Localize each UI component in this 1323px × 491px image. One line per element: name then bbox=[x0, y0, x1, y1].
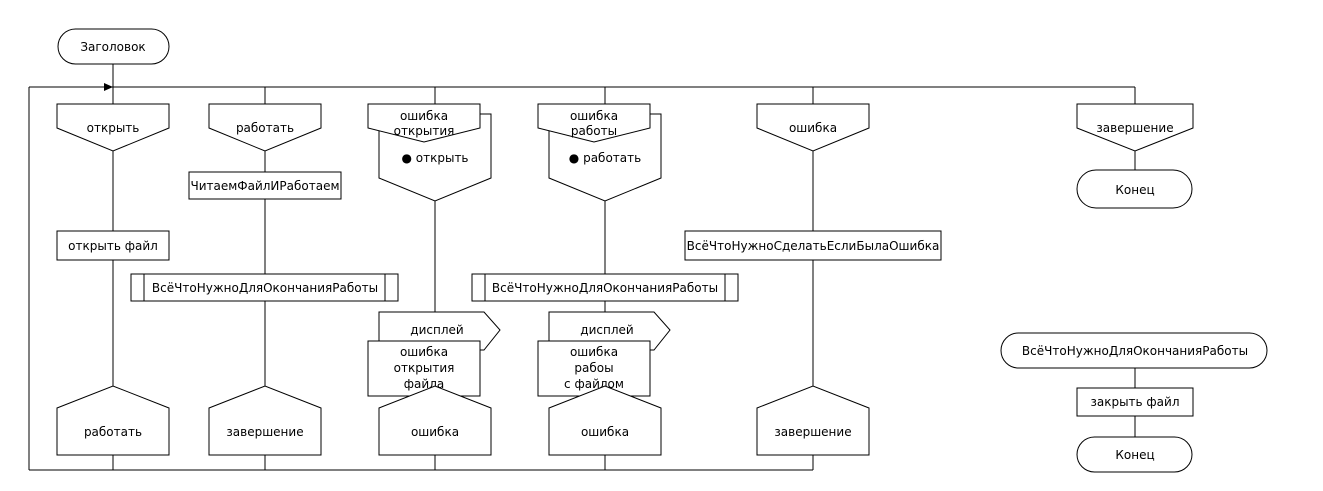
title-label: Заголовок bbox=[80, 40, 145, 54]
case-shape-front bbox=[367, 103, 481, 143]
goto-label: работать bbox=[84, 425, 142, 439]
goto-shape bbox=[548, 385, 662, 456]
output-label: дисплей bbox=[580, 323, 633, 337]
message-line2: рабоы bbox=[574, 361, 613, 375]
call-box bbox=[130, 273, 399, 302]
title-terminal: Заголовок bbox=[57, 28, 170, 65]
branch-finish: завершение Конец bbox=[1076, 103, 1194, 209]
end-label: Конец bbox=[1115, 183, 1154, 197]
goto-shape bbox=[756, 385, 870, 456]
case-shape bbox=[756, 103, 870, 152]
case-label-line1: ошибка bbox=[570, 109, 618, 123]
action-label: ЧитаемФайлИРаботаем bbox=[190, 179, 339, 193]
output-label: дисплей bbox=[410, 323, 463, 337]
branch-open: открыть открыть файл работать bbox=[56, 103, 170, 456]
case-shape bbox=[208, 103, 322, 152]
loop-arrow-icon bbox=[104, 83, 113, 91]
goto-shape bbox=[378, 385, 492, 456]
case-shape-front bbox=[537, 103, 651, 143]
case-label: ошибка bbox=[789, 121, 837, 135]
call-label: ВсёЧтоНужноДляОкончанияРаботы bbox=[152, 281, 378, 295]
branch-error: ошибка ВсёЧтоНужноСделатьЕслиБылаОшибка … bbox=[684, 103, 942, 456]
sub-label: ● работать bbox=[569, 151, 641, 165]
message-line3: с файлом bbox=[564, 377, 624, 391]
goto-label: завершение bbox=[226, 425, 303, 439]
goto-shape bbox=[56, 385, 170, 456]
action-label: открыть файл bbox=[68, 239, 158, 253]
call-box bbox=[471, 273, 739, 302]
procedure-action-box bbox=[1076, 387, 1194, 417]
procedure-title: ВсёЧтоНужноДляОкончанияРаботы bbox=[1022, 344, 1248, 358]
action-label: ВсёЧтоНужноСделатьЕслиБылаОшибка bbox=[687, 239, 940, 253]
case-shape bbox=[56, 103, 170, 152]
call-label: ВсёЧтоНужноДляОкончанияРаботы bbox=[492, 281, 718, 295]
procedure-end-label: Конец bbox=[1115, 448, 1154, 462]
action-box bbox=[188, 171, 342, 200]
case-label-line2: работы bbox=[571, 124, 617, 138]
case-label-line2: открытия bbox=[394, 124, 455, 138]
branch-work-error: ошибка работы ● работать ВсёЧтоНужноДляО… bbox=[471, 103, 739, 456]
case-label-line1: ошибка bbox=[400, 109, 448, 123]
procedure-action-label: закрыть файл bbox=[1090, 395, 1179, 409]
branch-open-error: ошибка открытия ● открыть дисплей ошибка… bbox=[367, 103, 501, 456]
case-shape bbox=[1076, 103, 1194, 152]
case-label: завершение bbox=[1096, 121, 1173, 135]
branch-work: работать ЧитаемФайлИРаботаем ВсёЧтоНужно… bbox=[130, 103, 399, 456]
message-line2: открытия bbox=[394, 361, 455, 375]
message-box bbox=[537, 340, 651, 397]
procedure-title-terminal bbox=[1000, 332, 1268, 369]
case-label: открыть bbox=[87, 121, 140, 135]
goto-label: ошибка bbox=[411, 425, 459, 439]
action-box bbox=[56, 230, 170, 261]
procedure-block: ВсёЧтоНужноДляОкончанияРаботы закрыть фа… bbox=[1000, 332, 1268, 473]
goto-label: ошибка bbox=[581, 425, 629, 439]
case-label: работать bbox=[236, 121, 294, 135]
procedure-end-terminal bbox=[1076, 436, 1193, 473]
goto-label: завершение bbox=[774, 425, 851, 439]
message-line1: ошибка bbox=[400, 345, 448, 359]
end-terminal bbox=[1076, 169, 1193, 209]
action-box bbox=[684, 230, 942, 261]
message-line1: ошибка bbox=[570, 345, 618, 359]
sub-label: ● открыть bbox=[401, 151, 468, 165]
goto-shape bbox=[208, 385, 322, 456]
